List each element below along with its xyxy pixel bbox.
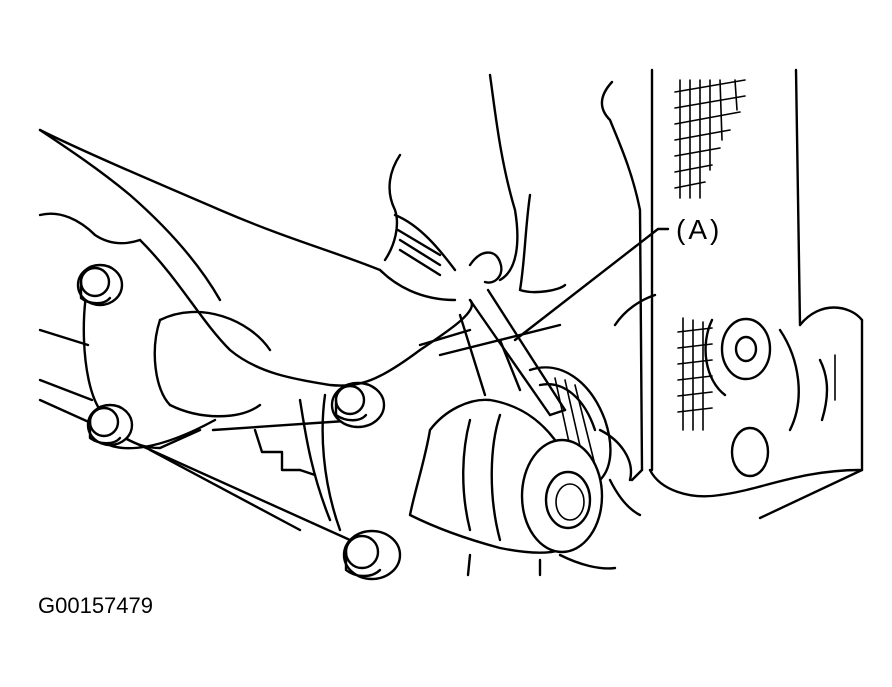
figure-id: G00157479 <box>38 593 153 618</box>
hatch-top <box>674 79 746 199</box>
bolt-top-left <box>76 263 124 307</box>
engine-block <box>600 68 864 520</box>
bolt-center <box>330 381 386 429</box>
pulley-hub <box>408 366 642 577</box>
hand-and-tool <box>38 73 567 417</box>
callout-label-a: (A) <box>676 214 723 245</box>
bolt-bottom <box>342 529 402 581</box>
left-housing <box>38 128 362 542</box>
bolt-mid-left <box>86 403 134 447</box>
callout-leader <box>513 227 670 342</box>
hatch-middle <box>677 317 713 431</box>
